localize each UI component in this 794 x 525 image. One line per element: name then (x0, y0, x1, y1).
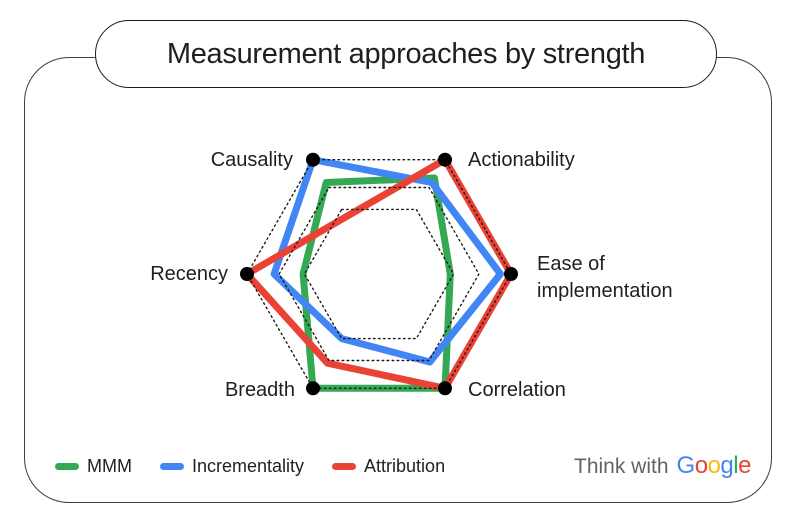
legend: MMM Incrementality Attribution (55, 456, 445, 477)
page-title: Measurement approaches by strength (166, 37, 646, 70)
think-with-text: Think with (574, 455, 669, 478)
axis-label-ease-of-implementation: Ease of implementation (537, 253, 673, 302)
google-wordmark: Google (676, 452, 752, 479)
gridline-ring (303, 208, 455, 340)
axis-vertex-dot (438, 152, 452, 167)
axis-vertex-dot (306, 152, 320, 167)
legend-item-attribution: Attribution (332, 456, 445, 477)
series-incrementality (270, 156, 504, 366)
legend-label-incrementality: Incrementality (191, 456, 305, 476)
mmm-swatch-icon (55, 463, 79, 470)
axis-label-breadth: Breadth (224, 379, 295, 401)
axis-label-recency: Recency (150, 263, 228, 285)
axis-vertex-dot (306, 381, 320, 396)
legend-label-mmm: MMM (87, 456, 132, 476)
legend-item-mmm: MMM (55, 456, 132, 477)
think-with-google-logo: Think with Google (574, 452, 751, 480)
legend-label-attribution: Attribution (364, 456, 446, 476)
legend-item-incrementality: Incrementality (159, 456, 305, 477)
attribution-swatch-icon (332, 463, 357, 470)
series-attribution (243, 156, 515, 392)
title-pill: Measurement approaches by strength (95, 20, 717, 88)
axis-label-actionability: Actionability (468, 149, 575, 171)
infographic-card (24, 57, 772, 503)
axis-label-causality: Causality (210, 149, 293, 171)
gridline-ring (278, 186, 480, 362)
axis-vertex-dot (438, 381, 452, 396)
incrementality-swatch-icon (159, 463, 184, 470)
axis-vertex-dot (504, 267, 518, 281)
axis-label-correlation: Correlation (468, 379, 566, 401)
axis-vertex-dot (240, 267, 254, 281)
